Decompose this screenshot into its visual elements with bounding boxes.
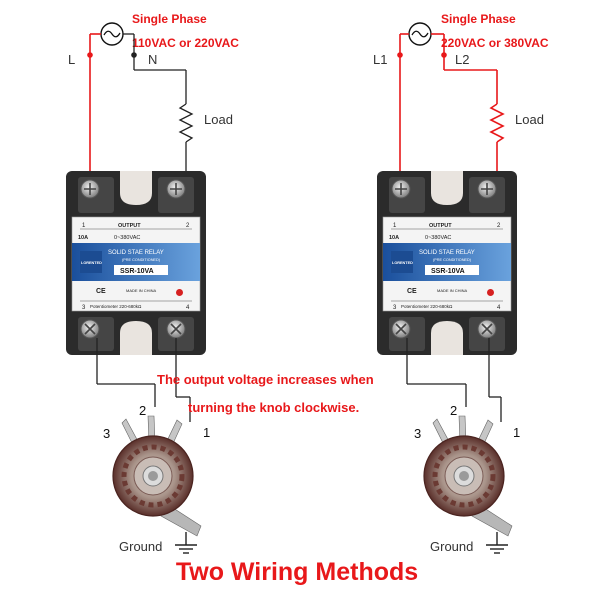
voltage-label: 110VAC or 220VAC xyxy=(132,36,239,50)
relay-terminal-2: 2 xyxy=(497,223,501,229)
relay-model: SSR-10VA xyxy=(431,268,465,275)
pot-pin-1: 1 xyxy=(203,425,210,440)
relay-product-name: SOLID STAE RELAY xyxy=(108,250,164,256)
relay-terminal-3: 3 xyxy=(82,305,86,311)
footer-title: Two Wiring Methods xyxy=(176,558,418,586)
relay-voltage-range: 0~380VAC xyxy=(425,235,451,241)
pot-pin-3: 3 xyxy=(414,426,421,441)
control-wires xyxy=(406,338,502,422)
annotation-line-1: The output voltage increases when xyxy=(157,372,374,387)
pot-pin-2: 2 xyxy=(139,403,146,418)
relay-pot-label: Potentiometer 220-680kΩ xyxy=(90,304,142,309)
relay-terminal-2: 2 xyxy=(186,223,190,229)
line-label: L xyxy=(68,52,75,67)
annotation-line-2: turning the knob clockwise. xyxy=(188,400,359,415)
control-wires xyxy=(96,338,191,422)
relay-sub-name: (PRE CONDITIONED) xyxy=(433,258,472,262)
relay-brand: LORENTED xyxy=(81,261,102,265)
relay-model: SSR-10VA xyxy=(120,268,154,275)
potentiometer xyxy=(424,416,512,536)
phase-title: Single Phase xyxy=(132,12,207,26)
relay-sub-name: (PRE CONDITIONED) xyxy=(122,258,161,262)
relay-terminal-1: 1 xyxy=(393,223,397,229)
relay-current-rating: 10A xyxy=(78,235,88,241)
relay-terminal-4: 4 xyxy=(186,305,190,311)
potentiometer xyxy=(113,416,201,536)
pot-pin-2: 2 xyxy=(450,403,457,418)
ac-source-icon xyxy=(408,22,432,46)
line-label: L1 xyxy=(373,52,387,67)
pot-pin-1: 1 xyxy=(513,425,520,440)
line-wire xyxy=(89,33,101,189)
solid-state-relay: 1 2 OUTPUT 10A 0~380VAC LORENTED SOLID S… xyxy=(376,170,518,356)
neutral-label: L2 xyxy=(455,52,469,67)
relay-brand: LORENTED xyxy=(392,261,413,265)
relay-terminal-4: 4 xyxy=(497,305,501,311)
ground-label: Ground xyxy=(430,539,473,554)
relay-output-label: OUTPUT xyxy=(429,223,452,229)
load-label: Load xyxy=(204,112,233,127)
neutral-label: N xyxy=(148,52,157,67)
relay-voltage-range: 0~380VAC xyxy=(114,235,140,241)
relay-pot-label: Potentiometer 220-680kΩ xyxy=(401,304,453,309)
relay-terminal-3: 3 xyxy=(393,305,397,311)
ac-source-icon xyxy=(100,22,124,46)
relay-made-in: MADE IN CHINA xyxy=(437,288,468,293)
pot-pin-3: 3 xyxy=(103,426,110,441)
left-circuit: Single Phase 110VAC or 220VAC L N Load xyxy=(65,12,239,554)
relay-made-in: MADE IN CHINA xyxy=(126,288,157,293)
phase-title: Single Phase xyxy=(441,12,516,26)
relay-product-name: SOLID STAE RELAY xyxy=(419,250,475,256)
relay-output-label: OUTPUT xyxy=(118,223,141,229)
right-circuit: Single Phase 220VAC or 380VAC L1 L2 Load xyxy=(373,12,549,554)
relay-ce-mark: CE xyxy=(407,288,417,295)
voltage-label: 220VAC or 380VAC xyxy=(441,36,549,50)
relay-terminal-1: 1 xyxy=(82,223,86,229)
solid-state-relay: 1 2 OUTPUT 10A 0~380VAC LORENTED SOLID S… xyxy=(65,170,207,356)
ground-icon xyxy=(486,532,508,554)
line-wire xyxy=(399,33,409,189)
relay-current-rating: 10A xyxy=(389,235,399,241)
load-label: Load xyxy=(515,112,544,127)
relay-ce-mark: CE xyxy=(96,288,106,295)
ground-icon xyxy=(175,532,197,554)
ground-label: Ground xyxy=(119,539,162,554)
